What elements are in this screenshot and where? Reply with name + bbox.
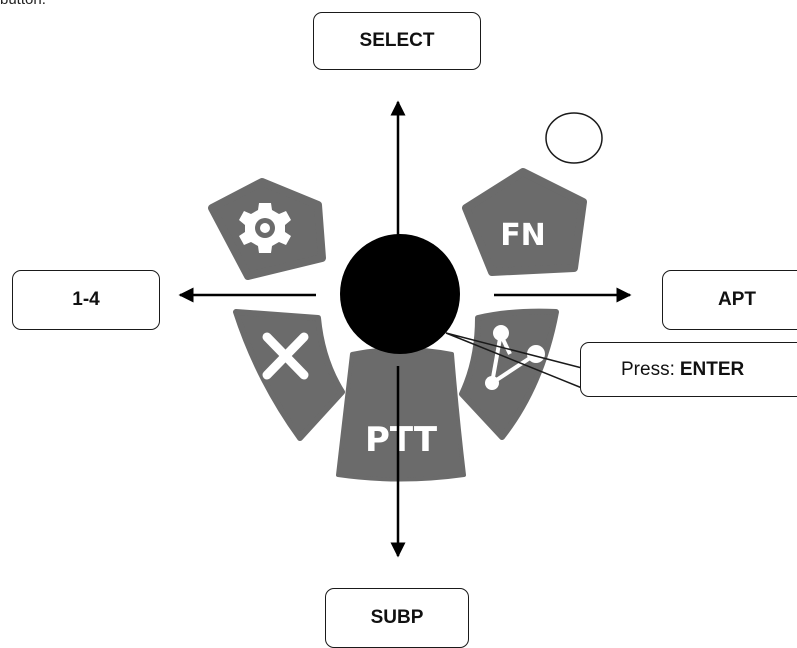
press-action: ENTER [679, 358, 745, 380]
ptt-button[interactable]: PTT [336, 347, 466, 482]
press-callout-pointer [445, 332, 583, 389]
right-label-box: APT [662, 270, 797, 330]
cancel-button[interactable] [233, 309, 345, 441]
route-icon [485, 325, 545, 390]
header-text-fragment: button. [0, 0, 90, 10]
press-prefix: Press: [621, 358, 675, 380]
direction-arrows [178, 100, 632, 558]
select-label: SELECT [359, 30, 435, 51]
right-label: APT [718, 289, 756, 310]
indicator-circle [545, 112, 603, 164]
center-knob[interactable] [340, 234, 460, 354]
settings-button[interactable] [208, 178, 326, 280]
down-label: SUBP [370, 607, 424, 628]
left-label: 1-4 [72, 289, 100, 310]
route-button[interactable] [459, 308, 559, 440]
down-label-box: SUBP [325, 588, 469, 648]
close-icon [262, 332, 309, 380]
gear-icon [239, 203, 291, 253]
fn-button[interactable]: FN [462, 168, 587, 276]
select-label-box: SELECT [313, 12, 481, 70]
ptt-label: PTT [365, 420, 438, 460]
press-label-box: Press:ENTER [580, 342, 797, 397]
fn-label: FN [500, 218, 546, 253]
left-label-box: 1-4 [12, 270, 160, 330]
